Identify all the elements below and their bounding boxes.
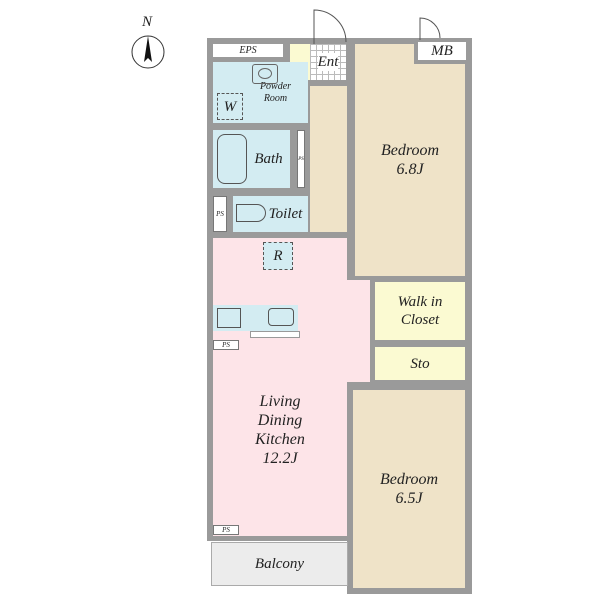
ldk-label-living: Living (259, 392, 301, 410)
bath-label: Bath (254, 151, 283, 167)
ps-shaft-ldk: PS (213, 525, 239, 535)
ps-shaft-toilet: PS (213, 196, 227, 232)
refrigerator-space: R (263, 242, 293, 270)
meter-box: MB (414, 40, 468, 64)
entrance-door-icon[interactable] (312, 6, 348, 44)
hallway (310, 86, 347, 232)
washer-space: W (217, 93, 243, 120)
wic-label-2: Closet (400, 312, 440, 328)
north-label: N (142, 14, 153, 30)
entrance: Ent (310, 44, 346, 80)
ps-label: PS (216, 210, 224, 218)
ps-label: PS (222, 341, 230, 349)
refrigerator-label: R (273, 248, 283, 264)
ldk (213, 238, 347, 536)
ldk-label: Living Dining Kitchen 12.2J (213, 380, 347, 480)
walk-in-closet: Walk in Closet (375, 282, 465, 340)
ps-label: PS (298, 156, 304, 162)
storage-label: Sto (410, 355, 430, 372)
ldk-label-kitchen: Kitchen (255, 431, 305, 448)
powder-room-label-1: Powder (259, 80, 292, 92)
toilet-icon (236, 204, 266, 222)
sink-icon (268, 308, 294, 326)
balcony: Balcony (211, 542, 348, 586)
wic-label-1: Walk in (397, 294, 443, 310)
mb-label: MB (418, 42, 466, 60)
ps-shaft-bath: PS (297, 130, 305, 188)
bedroom-north-label: Bedroom (380, 141, 440, 159)
entrance-label: Ent (317, 53, 339, 71)
compass-arrow-icon (131, 35, 165, 69)
bathtub-icon (217, 134, 247, 184)
storage: Sto (375, 347, 465, 380)
washer-label: W (223, 98, 237, 115)
kitchen-counter (213, 305, 298, 331)
eps-room: EPS (213, 44, 283, 57)
stove-icon (217, 308, 241, 328)
bedroom-south-size: 6.5J (395, 490, 423, 507)
counter-ledge (250, 331, 300, 338)
powder-room-label-2: Room (263, 92, 288, 104)
bedroom-south-label: Bedroom (379, 470, 439, 488)
bath: Bath (213, 130, 290, 188)
mb-door-icon[interactable] (418, 14, 442, 44)
bedroom-south: Bedroom 6.5J (353, 390, 465, 588)
ldk-size: 12.2J (262, 450, 298, 468)
bedroom-north-size: 6.8J (396, 161, 424, 178)
toilet-label: Toilet (268, 206, 303, 222)
eps-label: EPS (239, 44, 257, 56)
north-compass: N (128, 14, 168, 74)
ldk-label-dining: Dining (257, 411, 303, 429)
bedroom-north: Bedroom 6.8J (355, 44, 465, 276)
balcony-label: Balcony (254, 556, 305, 572)
ldk-alcove (347, 280, 370, 382)
ps-shaft-kitchen: PS (213, 340, 239, 350)
ps-label: PS (222, 526, 230, 534)
washbasin-icon (252, 64, 278, 84)
